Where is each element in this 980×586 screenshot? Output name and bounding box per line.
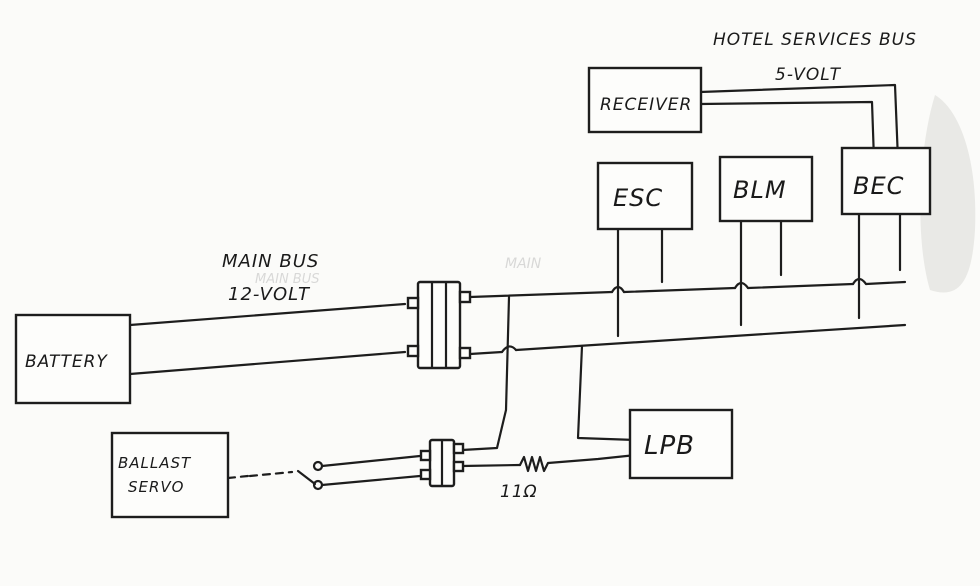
main-bus-title: MAIN BUS <box>222 251 319 272</box>
bleed-through-text: MAIN <box>505 256 542 272</box>
resistor-value-label: 11Ω <box>500 482 538 502</box>
aux-wires <box>226 295 638 491</box>
lpb-label: LPB <box>644 431 695 461</box>
esc-label: ESC <box>613 184 663 212</box>
bleed-through-text: MAIN BUS <box>255 272 320 287</box>
paper-smudge <box>920 95 976 293</box>
main-bus-wires <box>128 277 907 376</box>
lpb-box <box>628 408 734 480</box>
ballast-servo-label-line1: BALLAST <box>118 454 192 472</box>
hotel-bus-wires <box>698 83 900 162</box>
aux-terminal-block <box>419 438 465 488</box>
ballast-servo-box <box>110 431 230 519</box>
receiver-label: RECEIVER <box>600 95 692 115</box>
hotel-bus-title: HOTEL SERVICES BUS <box>713 30 917 50</box>
receiver-box <box>587 66 703 134</box>
battery-box <box>14 313 132 405</box>
blm-box <box>718 155 814 223</box>
ballast-servo-label-line2: SERVO <box>128 478 185 496</box>
device-drops <box>616 212 902 338</box>
bec-label: BEC <box>853 172 904 200</box>
esc-box <box>596 161 694 231</box>
blm-label: BLM <box>733 176 787 204</box>
main-terminal-block <box>406 280 472 370</box>
bec-box <box>840 146 932 216</box>
battery-label: BATTERY <box>25 352 108 372</box>
main-bus-voltage: 12-VOLT <box>228 284 311 305</box>
hotel-bus-voltage: 5-VOLT <box>775 65 842 85</box>
